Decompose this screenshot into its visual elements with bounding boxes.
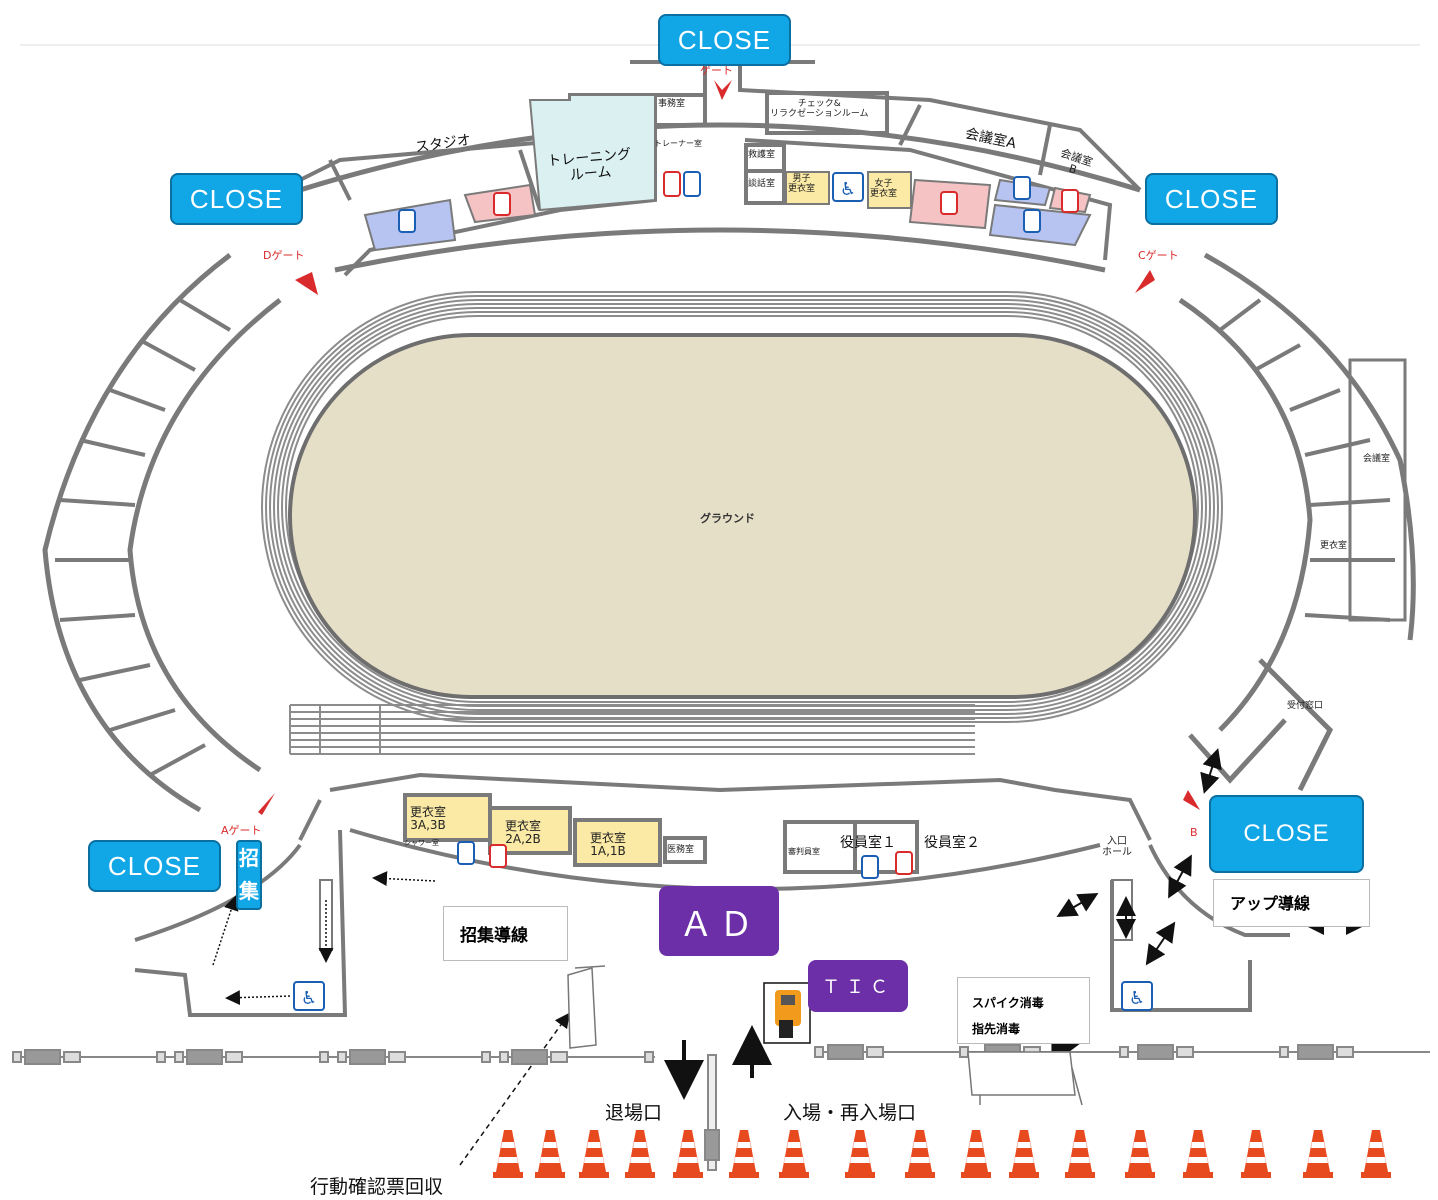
finger-label: 指先消毒 <box>972 1022 1021 1036</box>
room-yakuin1: 役員室１ <box>840 835 896 851</box>
room-check-relax: チェック& リラクゼーションルーム <box>770 99 869 119</box>
room-yakuin2: 役員室２ <box>924 835 980 851</box>
room-koui-2: 更衣室 2A,2B <box>505 819 542 847</box>
collect-arrow <box>459 1012 570 1166</box>
traffic-cone <box>1125 1130 1155 1178</box>
room-kyugo: 救護室 <box>748 150 776 160</box>
room-uketsuke: 受付窓口 <box>1287 701 1324 711</box>
dotted-routes <box>212 871 436 1006</box>
close-button-southwest[interactable]: CLOSE <box>88 840 221 892</box>
shokai-char-1: 招 <box>239 846 259 870</box>
traffic-cone <box>673 1130 703 1178</box>
entry-label: 入場・再入場口 <box>783 1102 917 1124</box>
room-shinpan: 審判員室 <box>788 847 820 856</box>
toilet-icons <box>398 171 1079 879</box>
traffic-cone <box>729 1130 759 1178</box>
traffic-cone <box>1361 1130 1391 1178</box>
stands-outline <box>42 122 1416 813</box>
gate-a-label: Aゲート <box>221 824 262 837</box>
traffic-cone <box>1065 1130 1095 1178</box>
traffic-cone <box>1241 1130 1271 1178</box>
close-button-northeast[interactable]: CLOSE <box>1145 173 1278 225</box>
traffic-cone <box>905 1130 935 1178</box>
shokai-sign: 招 集 <box>236 840 262 910</box>
up-route-label: アップ導線 <box>1213 879 1370 927</box>
traffic-cone <box>1183 1130 1213 1178</box>
ad-box: ＡＤ <box>659 886 779 956</box>
shokai-char-2: 集 <box>239 879 259 903</box>
room-ikou: 医務室 <box>667 845 695 855</box>
svg-text:♿: ♿ <box>840 179 856 200</box>
room-iriguchi: 入口 ホール <box>1102 836 1132 858</box>
traffic-cone <box>845 1130 875 1178</box>
gate-arrows <box>258 80 1200 815</box>
room-koui-3: 更衣室 3A,3B <box>410 805 447 833</box>
svg-text:♿: ♿ <box>1129 988 1145 1009</box>
room-east-koui: 更衣室 <box>1320 541 1348 551</box>
room-trainer: トレーナー室 <box>654 139 702 148</box>
disinfection-box: スパイク消毒 指先消毒 <box>957 977 1090 1044</box>
thermometer-icon <box>763 982 811 1044</box>
room-shower: シャワー室 <box>404 839 439 847</box>
spike-label: スパイク消毒 <box>972 996 1044 1010</box>
stand-sections <box>55 298 1407 777</box>
traffic-cone <box>961 1130 991 1178</box>
traffic-cone <box>1009 1130 1039 1178</box>
room-koui-1: 更衣室 1A,1B <box>590 831 627 859</box>
traffic-cone <box>535 1130 565 1178</box>
room-danshi: 男子 更衣室 <box>788 174 816 194</box>
traffic-cones <box>493 1130 1391 1178</box>
gate-top-label: ゲート <box>700 64 733 77</box>
room-danwa: 談話室 <box>748 179 776 189</box>
tables <box>567 965 1083 1106</box>
gate-b-label: B <box>1190 826 1198 839</box>
double-arrows <box>1056 748 1366 966</box>
collect-label: 行動確認票回収 <box>310 1176 444 1198</box>
traffic-cone <box>493 1130 523 1178</box>
room-joshi: 女子 更衣室 <box>870 179 898 199</box>
svg-text:♿: ♿ <box>301 988 317 1009</box>
traffic-cone <box>779 1130 809 1178</box>
ground-field <box>288 333 1197 699</box>
traffic-cone <box>1303 1130 1333 1178</box>
gate-c-label: Cゲート <box>1138 249 1179 262</box>
close-button-northwest[interactable]: CLOSE <box>170 173 303 225</box>
north-rooms-fill <box>363 94 1092 252</box>
barriers <box>12 1044 1430 1171</box>
gate-d-label: Dゲート <box>263 249 305 262</box>
traffic-cone <box>579 1130 609 1178</box>
room-jimushitsu: 事務室 <box>658 99 686 109</box>
close-button-north[interactable]: CLOSE <box>658 14 791 66</box>
exit-label: 退場口 <box>605 1102 663 1124</box>
close-button-southeast[interactable]: CLOSE <box>1209 795 1364 873</box>
room-east-kaigi: 会議室 <box>1363 454 1391 464</box>
ground-label: グラウンド <box>700 512 755 525</box>
tic-box: ＴＩＣ <box>808 960 908 1012</box>
wheelchair-icons <box>293 172 1153 1011</box>
traffic-cone <box>625 1130 655 1178</box>
shokai-route-label: 招集導線 <box>443 906 568 961</box>
